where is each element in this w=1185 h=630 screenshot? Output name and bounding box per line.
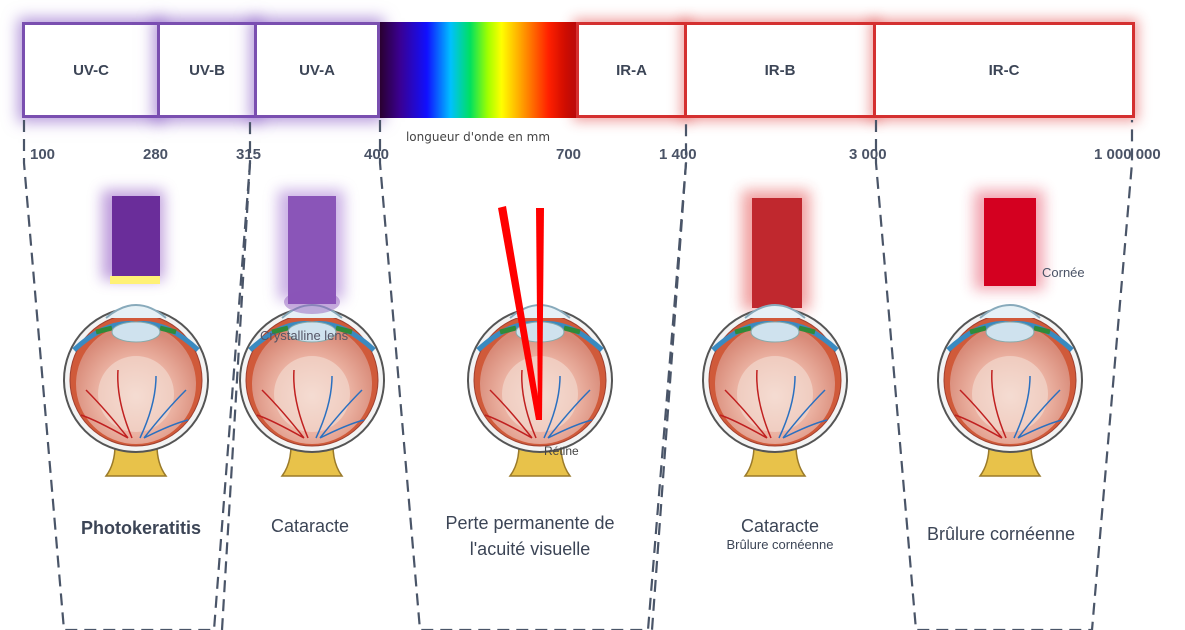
cornea-label: Cornée	[1042, 265, 1085, 280]
band-uvc-label: UV-C	[73, 61, 109, 79]
eye-illustration-uvc	[64, 305, 208, 476]
effect-ira-main: Cataracte	[740, 516, 820, 536]
crystalline-lens-label: Crystalline lens	[260, 328, 349, 343]
band-irb-label: IR-B	[764, 61, 796, 79]
band-uva: UV-A	[254, 22, 380, 118]
irc-beam	[984, 198, 1036, 286]
eye-illustration-ira	[703, 305, 847, 476]
tick-315: 315	[236, 146, 262, 163]
visible-spectrum-gradient	[380, 22, 576, 118]
wavelength-caption: longueur d'onde en mm	[405, 130, 551, 144]
band-uva-label: UV-A	[299, 61, 335, 79]
tick-400: 400	[364, 146, 390, 163]
tick-1400: 1 400	[659, 146, 697, 163]
effect-uvc: Photokeratitis	[80, 518, 202, 538]
retina-label: Rétine	[544, 444, 579, 458]
tick-3000: 3 000	[849, 146, 887, 163]
effect-visible-line1: Perte permanente de	[445, 513, 615, 533]
panel-uva	[220, 120, 688, 630]
band-uvb: UV-B	[157, 22, 257, 118]
effect-uva: Cataracte	[270, 516, 350, 536]
band-uvc: UV-C	[22, 22, 160, 118]
uva-beam	[288, 196, 336, 304]
band-ira-label: IR-A	[616, 61, 647, 79]
uvc-cornea-highlight	[110, 276, 160, 284]
tick-700: 700	[556, 146, 582, 163]
tick-1000000: 1 000 000	[1094, 146, 1161, 163]
visible-ray-right	[536, 208, 544, 420]
visible-ray-left	[498, 206, 542, 420]
effect-visible-line2: l'acuité visuelle	[469, 539, 591, 559]
effect-irc: Brûlure cornéenne	[926, 524, 1076, 544]
uvc-beam	[112, 196, 160, 278]
panel-ira	[650, 120, 1134, 630]
band-irc: IR-C	[873, 22, 1135, 118]
uva-lens-highlight	[284, 290, 340, 314]
band-uvb-label: UV-B	[189, 61, 225, 79]
ira-beam	[752, 198, 802, 308]
effect-ira: Cataracte Brûlure cornéenne	[700, 516, 860, 552]
tick-280: 280	[143, 146, 169, 163]
effect-visible: Perte permanente de l'acuité visuelle	[416, 510, 644, 562]
effect-ira-sub: Brûlure cornéenne	[726, 537, 834, 552]
band-irc-label: IR-C	[988, 61, 1020, 79]
eye-illustration-irc	[938, 305, 1082, 476]
tick-100: 100	[30, 146, 56, 163]
